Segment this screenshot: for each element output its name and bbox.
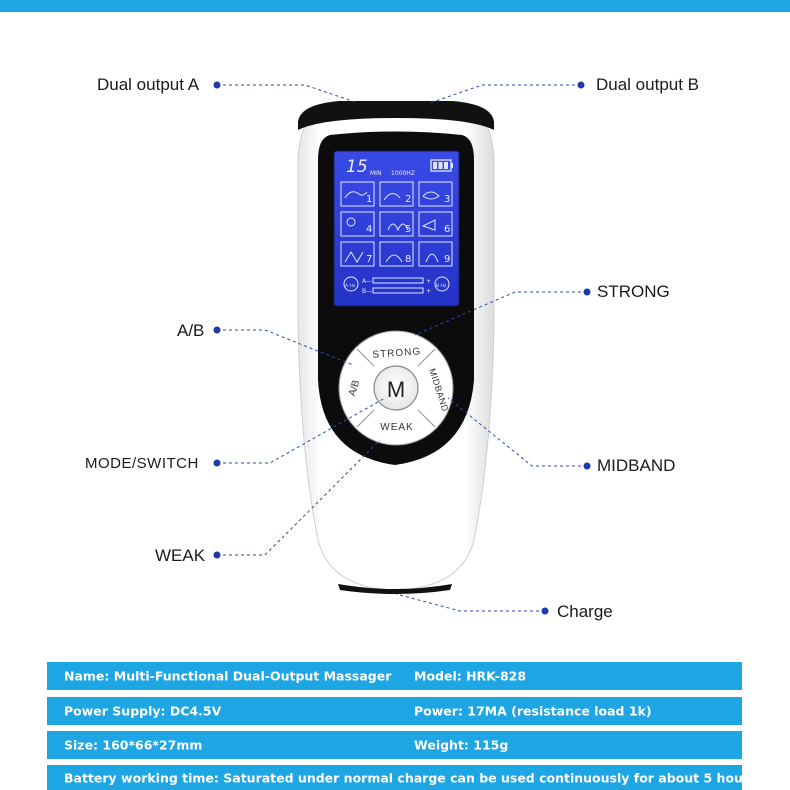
- callout-ab: A/B: [177, 321, 205, 340]
- mode-icon-grid: [340, 181, 453, 294]
- battery-icon: [430, 159, 453, 172]
- callout-weak: WEAK: [155, 546, 206, 565]
- lcd-channel-a: A—: [362, 278, 372, 285]
- spec-size: Size: 160*66*27mm: [64, 737, 203, 753]
- lcd-frequency: 1000HZ: [391, 170, 415, 177]
- lcd-plus-b: +: [426, 288, 431, 295]
- ab-button-label[interactable]: A/B: [347, 379, 363, 398]
- device-illustration: 15 MIN 1000HZ 1 2 3 4 5 6 7 8 9 A Hz B H…: [213, 81, 591, 615]
- spec-battery: Battery working time: Saturated under no…: [64, 770, 762, 785]
- top-accent-bar: [0, 0, 790, 12]
- spec-model: Model: HRK-828: [414, 668, 527, 684]
- callout-midband: MIDBAND: [597, 456, 676, 475]
- lcd-screen: [334, 151, 459, 306]
- weak-button-label[interactable]: WEAK: [380, 422, 413, 433]
- callout-lines: [217, 84, 587, 612]
- lcd-mode-9: 9: [444, 254, 450, 265]
- spec-weight: Weight: 115g: [414, 737, 509, 753]
- callout-dual-output-a: Dual output A: [97, 75, 200, 94]
- callout-dots: [213, 81, 591, 615]
- lcd-mode-2: 2: [405, 194, 411, 205]
- lcd-mode-4: 4: [366, 224, 372, 235]
- spec-row-size-weight: Size: 160*66*27mm Weight: 115g: [47, 731, 742, 759]
- spec-power: Power: 17MA (resistance load 1k): [414, 703, 652, 719]
- callout-dual-output-b: Dual output B: [596, 75, 700, 94]
- charge-port: [338, 584, 452, 594]
- lcd-mode-8: 8: [405, 254, 411, 265]
- m-button[interactable]: M: [387, 377, 405, 402]
- spec-row-battery: Battery working time: Saturated under no…: [47, 765, 761, 790]
- lcd-timer: 15: [346, 157, 368, 177]
- lcd-b-hz: B Hz: [436, 283, 447, 289]
- strong-button-label[interactable]: STRONG: [372, 346, 421, 360]
- spec-power-supply: Power Supply: DC4.5V: [64, 703, 222, 719]
- lcd-mode-3: 3: [444, 194, 450, 205]
- lcd-mode-7: 7: [366, 254, 372, 265]
- lcd-mode-6: 6: [444, 224, 450, 235]
- lcd-mode-1: 1: [366, 194, 372, 205]
- lcd-channel-b: B—: [362, 288, 372, 295]
- callout-mode-switch: MODE/SWITCH: [85, 455, 199, 472]
- spec-row-power: Power Supply: DC4.5V Power: 17MA (resist…: [47, 697, 742, 725]
- device-top-cap: [298, 101, 494, 130]
- lcd-a-hz: A Hz: [345, 283, 356, 289]
- lcd-timer-unit: MIN: [370, 170, 381, 177]
- lcd-mode-5: 5: [405, 224, 411, 235]
- callout-charge: Charge: [557, 602, 613, 621]
- callout-strong: STRONG: [597, 282, 670, 301]
- lcd-plus-a: +: [426, 278, 431, 285]
- spec-row-name-model: Name: Multi-Functional Dual-Output Massa…: [47, 662, 742, 690]
- spec-name: Name: Multi-Functional Dual-Output Massa…: [64, 668, 392, 684]
- control-pad: [338, 330, 454, 446]
